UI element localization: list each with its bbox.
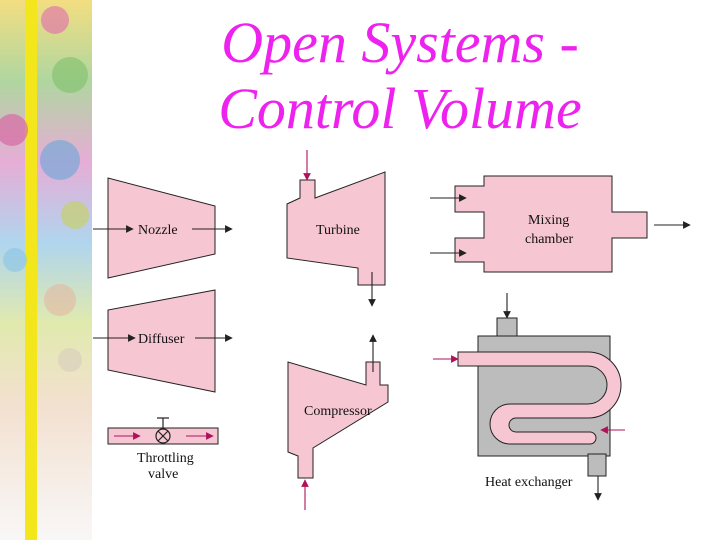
diffuser-shape [107,289,216,393]
throttling-valve-label-1: Throttling [137,451,194,466]
throttling-valve-symbol [155,417,171,444]
turbine-shape [286,171,386,286]
page-title-line-2: Control Volume [218,76,582,141]
mixing-chamber-label-2: chamber [525,232,574,247]
decorative-side-stripe [0,0,92,540]
page-title-line-1: Open Systems - [221,10,579,75]
heat-exchanger-shape [457,317,622,477]
heat-exchanger-label: Heat exchanger [485,475,573,490]
nozzle-shape [107,177,216,279]
mixing-chamber-shape [454,175,648,273]
diffuser-label: Diffuser [138,332,185,347]
compressor-shape [287,361,389,479]
turbine-label: Turbine [316,223,360,238]
compressor-label: Compressor [304,404,372,419]
nozzle-label: Nozzle [138,223,178,238]
mixing-chamber-label-1: Mixing [528,213,569,228]
throttling-valve-label-2: valve [148,467,178,482]
